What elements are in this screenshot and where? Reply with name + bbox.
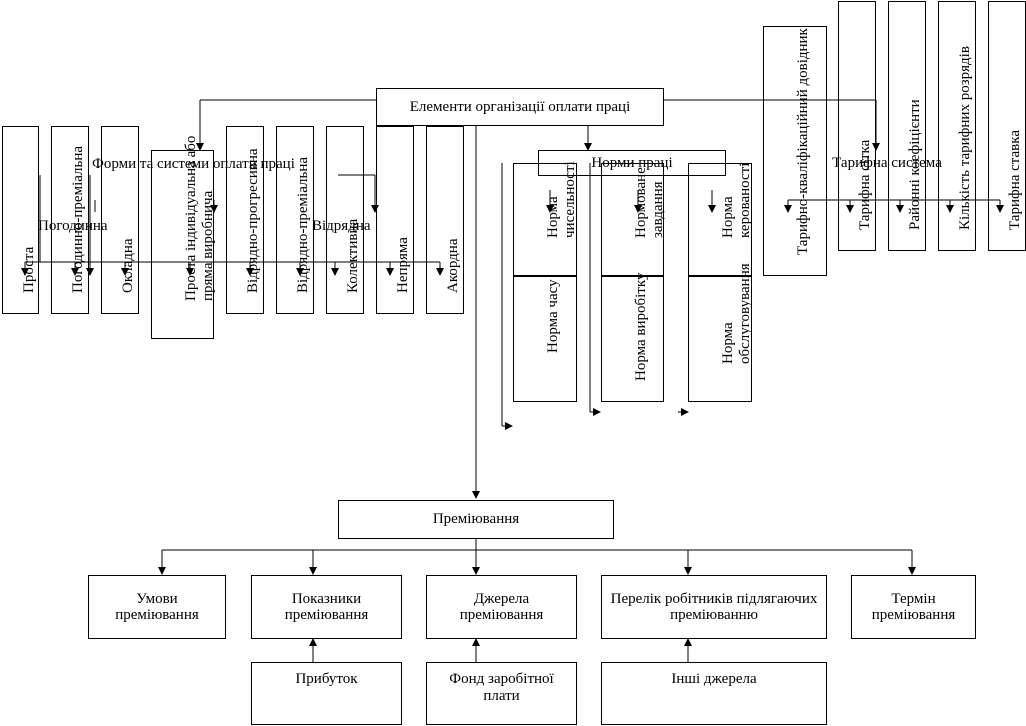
pay-form-label: Відрядно-прогресивна (245, 147, 261, 293)
norm-headcount: Норма чисельності (513, 161, 578, 276)
tariff-title: Тарифна система (832, 154, 942, 171)
bonus-term: Термін преміювання (851, 575, 976, 639)
tariff-label: Тарифна ставка (1007, 129, 1023, 230)
norm-time: Норма часу (513, 276, 577, 402)
bonus-item-label: Показники преміювання (284, 590, 369, 624)
source-wage-fund: Фонд заробітної плати (426, 662, 577, 725)
tariff-qualification-guide: Тарифно-кваліфікаційний довідник (763, 26, 827, 276)
pay-form-piece-progressive: Відрядно-прогресивна (226, 126, 264, 314)
pay-form-collective: Колективна (326, 126, 364, 314)
pay-form-simple: Проста (2, 126, 39, 314)
pay-form-label: Колективна (345, 218, 361, 293)
pay-form-label: Відрядно-преміальна (295, 156, 311, 293)
norm-label: Норма обслуговування (720, 263, 753, 364)
time-based-label: Погодинна (38, 218, 108, 234)
pay-forms-header: Форми та системи оплати праці (92, 156, 295, 172)
bonus-item-label: Джерела преміювання (459, 590, 544, 624)
tariff-grid: Тарифна сітка (838, 1, 876, 251)
tariff-grade-count: Кількість тарифних розрядів (938, 1, 976, 251)
bonus-title: Преміювання (432, 511, 520, 528)
source-label: Фонд заробітної плати (449, 671, 554, 704)
source-label: Інші джерела (671, 671, 757, 687)
pay-form-lump-sum: Акордна (426, 126, 464, 314)
norm-label: Норма керованості (720, 162, 753, 238)
tariff-regional-coefficients: Районні коефіцієнти (888, 1, 926, 251)
bonus-conditions: Умови преміювання (88, 575, 226, 639)
bonus-item-label: Умови преміювання (115, 590, 199, 624)
pay-form-piece-bonus: Відрядно-преміальна (276, 126, 314, 314)
pay-form-label: Погодинно-преміальна (70, 145, 86, 293)
norm-controllability: Норма керованості (688, 163, 753, 276)
pay-form-label: Непряма (395, 236, 411, 293)
bonus-item-label: Перелік робітників підлягаючих преміюван… (610, 590, 818, 624)
tariff-label: Тарифно-кваліфікаційний довідник (795, 27, 811, 255)
bonus-worker-list: Перелік робітників підлягаючих преміюван… (601, 575, 827, 639)
pay-form-label: Проста індивідуальна або пряма виробнича (182, 135, 216, 301)
bonus-indicators: Показники преміювання (251, 575, 402, 639)
pay-form-label: Окладна (120, 237, 136, 293)
norm-label: Норма чисельності (545, 161, 578, 238)
tariff-label: Кількість тарифних розрядів (957, 45, 973, 230)
pay-form-label: Проста (20, 246, 37, 293)
tariff-label: Районні коефіцієнти (907, 98, 923, 230)
labor-norms-title: Норми праці (591, 154, 673, 171)
norm-service: Норма обслуговування (688, 263, 753, 402)
tariff-rate: Тарифна ставка (988, 1, 1026, 251)
norm-output: Норма виробітку (601, 272, 664, 402)
pay-form-indirect: Непряма (376, 126, 414, 314)
pay-form-time-bonus: Погодинно-преміальна (51, 126, 89, 314)
pay-form-salary: Окладна (101, 126, 139, 314)
pay-form-direct-piece: Проста індивідуальна або пряма виробнича (151, 136, 215, 339)
bonus-item-label: Термін преміювання (871, 590, 956, 624)
norm-label: Нормоване завдання (632, 167, 666, 238)
source-profit: Прибуток (251, 662, 402, 725)
norm-assignment: Нормоване завдання (601, 163, 665, 276)
tariff-label: Тарифна сітка (857, 139, 873, 230)
bonus-sources: Джерела преміювання (426, 575, 577, 639)
tariff-header: Тарифна система (812, 150, 962, 176)
bonus-box: Преміювання (338, 500, 614, 539)
norm-label: Норма виробітку (632, 272, 649, 381)
norm-label: Норма часу (545, 278, 561, 353)
pay-form-label: Акордна (445, 238, 461, 293)
source-other: Інші джерела (601, 662, 827, 725)
source-label: Прибуток (295, 671, 358, 687)
top-title-box: Елементи організації оплати праці (376, 88, 664, 126)
top-title: Елементи організації оплати праці (409, 98, 631, 115)
